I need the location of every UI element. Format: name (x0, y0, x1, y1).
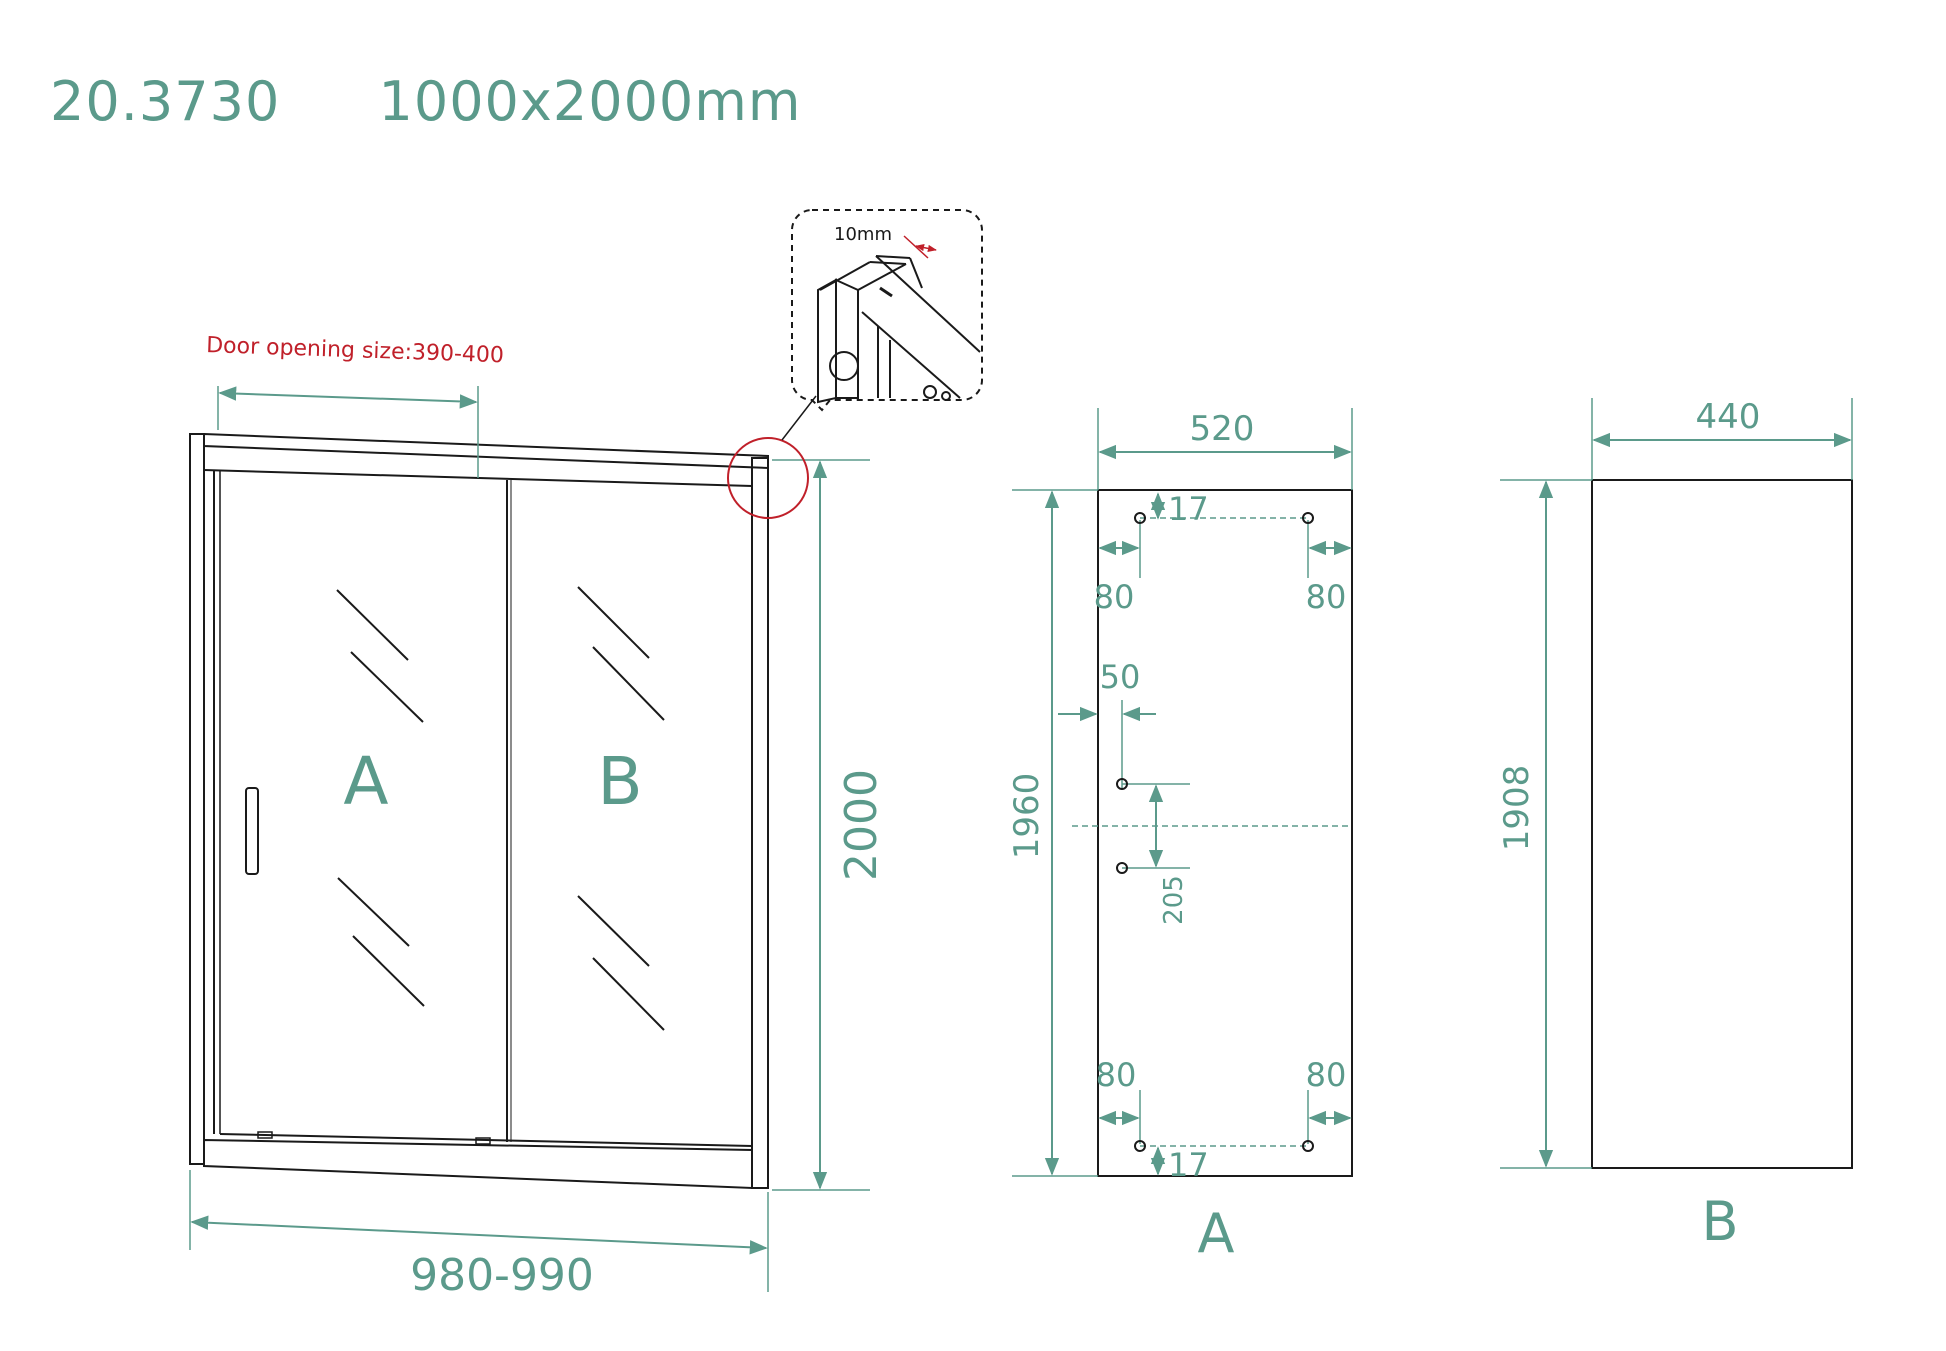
hole-handle-lower (1116, 862, 1128, 874)
front-width-dimension (189, 1170, 769, 1292)
panel-a-top-offset-label: 17 (1168, 490, 1209, 528)
roller-right (475, 1137, 491, 1145)
hole-bottom-left (1134, 1140, 1146, 1152)
hole-handle-upper (1116, 778, 1128, 790)
top-rail (203, 432, 769, 470)
hole-bottom-right (1302, 1140, 1314, 1152)
roller-left (257, 1131, 273, 1139)
bottom-rail (203, 1138, 753, 1190)
panel-a-handle-offset-label: 50 (1100, 658, 1141, 696)
door-opening-label: Door opening size:390-400 (206, 333, 505, 368)
panel-a-width-label: 520 (1190, 409, 1255, 449)
panel-a-height-label: 1960 (1007, 773, 1047, 860)
hole-top-left (1134, 512, 1146, 524)
panel-a-letter: A (1198, 1202, 1235, 1265)
panel-a-label: A (343, 743, 388, 820)
glass-reflection-b (577, 586, 665, 1031)
front-width-label: 980-990 (410, 1250, 594, 1301)
glass-reflection-a (336, 589, 425, 1007)
door-opening-dimension (217, 386, 479, 478)
detail-marker-circle (727, 437, 809, 519)
left-profile (189, 433, 205, 1165)
panel-a-right-bottom-label: 80 (1306, 1056, 1347, 1094)
detail-leader (781, 395, 817, 441)
panel-b-detail: 440 1908 B (1497, 397, 1853, 1253)
panel-b-letter: B (1701, 1190, 1738, 1253)
panel-b-label: B (597, 743, 642, 820)
header: 20.3730 1000x2000mm (50, 70, 802, 133)
front-height-dimension (772, 459, 870, 1191)
bottom-rail-top (219, 1133, 753, 1147)
panel-b-height-label: 1908 (1497, 765, 1537, 852)
profile-detail-callout: 10mm (791, 209, 983, 412)
panel-b-outline (1591, 479, 1853, 1169)
panel-a-detail: 520 1960 17 80 80 50 205 80 80 17 A (1007, 408, 1353, 1265)
panel-a-left-top-label: 80 (1094, 578, 1135, 616)
front-view (189, 432, 769, 1190)
hole-top-right (1302, 512, 1314, 524)
detail-gap-label: 10mm (834, 224, 892, 245)
panel-a-left-bottom-label: 80 (1096, 1056, 1137, 1094)
panel-a-handle-spacing-label: 205 (1159, 875, 1189, 925)
front-height-label: 2000 (836, 769, 887, 881)
panel-b-width-label: 440 (1696, 397, 1761, 437)
overall-size: 1000x2000mm (378, 70, 802, 133)
panel-a-right-top-label: 80 (1306, 578, 1347, 616)
panel-a-bottom-offset-label: 17 (1168, 1146, 1209, 1184)
panel-a-outline (1097, 489, 1353, 1177)
right-profile (751, 457, 769, 1189)
door-handle[interactable] (245, 787, 259, 875)
model-number: 20.3730 (50, 70, 281, 133)
